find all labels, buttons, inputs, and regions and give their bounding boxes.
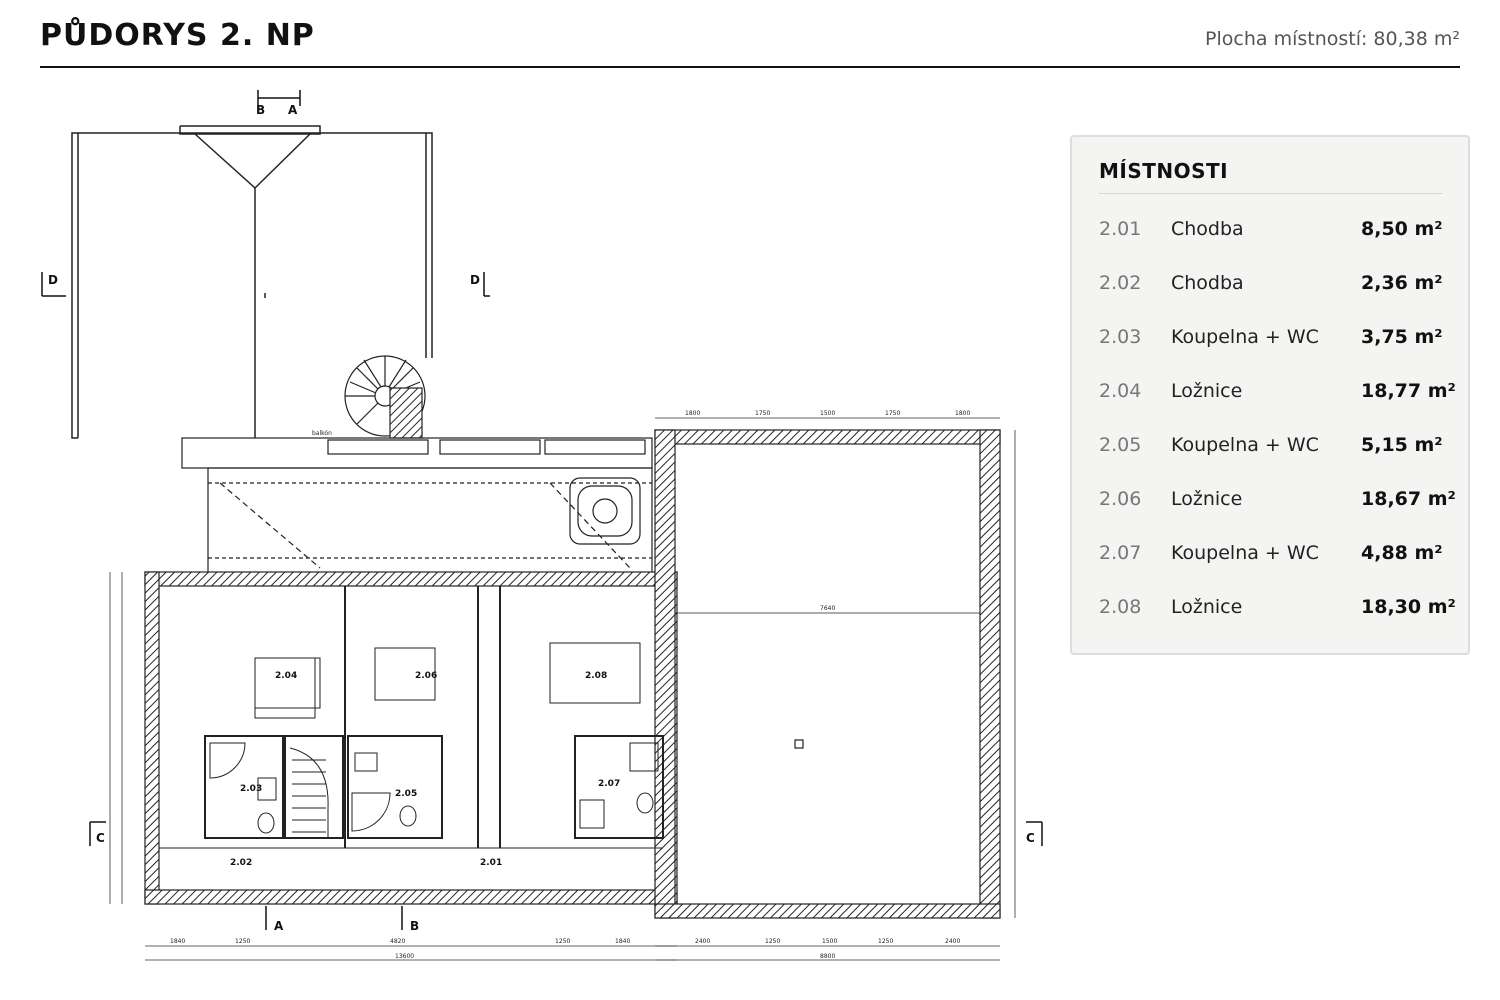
room-area: 18,30 m² — [1361, 596, 1456, 618]
room-label-2.06: 2.06 — [415, 671, 437, 681]
section-mark-d-left: D — [48, 273, 58, 287]
house-walls-left — [144, 571, 678, 905]
room-number: 2.02 — [1099, 272, 1142, 294]
beds — [254, 642, 641, 719]
room-row: 2.04 Ložnice 18,77 m² — [1099, 380, 1464, 410]
page-header: PŮDORYS 2. NP Plocha místností: 80,38 m² — [40, 18, 1460, 68]
room-label-2.05: 2.05 — [395, 789, 417, 799]
floor-plan: 2.04 2.06 2.08 2.03 2.05 2.07 2.02 2.01 … — [30, 88, 1060, 968]
room-row: 2.07 Koupelna + WC 4,88 m² — [1099, 542, 1464, 572]
room-row: 2.02 Chodba 2,36 m² — [1099, 272, 1464, 302]
room-number: 2.07 — [1099, 542, 1142, 564]
room-name: Chodba — [1171, 272, 1244, 294]
room-name: Koupelna + WC — [1171, 434, 1319, 456]
room-label-2.01: 2.01 — [480, 858, 502, 868]
total-area: Plocha místností: 80,38 m² — [1205, 28, 1460, 50]
room-row: 2.03 Koupelna + WC 3,75 m² — [1099, 326, 1464, 356]
room-label-2.03: 2.03 — [240, 784, 262, 794]
dim-overall-right: 8800 — [820, 953, 835, 960]
section-mark-c-left: C — [96, 831, 105, 845]
room-labels: 2.04 2.06 2.08 2.03 2.05 2.07 2.02 2.01 — [230, 671, 620, 868]
section-mark-d-right: D — [470, 273, 480, 287]
section-mark-a: A — [288, 103, 298, 117]
room-name: Koupelna + WC — [1171, 542, 1319, 564]
bathroom-fixtures — [209, 742, 659, 834]
section-marks: B A D D C C A B — [41, 90, 1043, 933]
room-row: 2.08 Ložnice 18,30 m² — [1099, 596, 1464, 626]
dim-bottom-8: 1500 — [822, 938, 837, 945]
room-row: 2.05 Koupelna + WC 5,15 m² — [1099, 434, 1464, 464]
dim-bottom-1: 1840 — [170, 938, 185, 945]
dim-bottom-2: 1250 — [235, 938, 250, 945]
rooms-panel: MÍSTNOSTI 2.01 Chodba 8,50 m² 2.02 Chodb… — [1070, 135, 1470, 655]
section-mark-a-bottom: A — [274, 919, 284, 933]
section-mark-c-right: C — [1026, 831, 1035, 845]
room-area: 4,88 m² — [1361, 542, 1443, 564]
dim-top-3: 1500 — [820, 410, 835, 417]
dim-bottom-6: 2400 — [695, 938, 710, 945]
room-number: 2.03 — [1099, 326, 1142, 348]
roof-outline — [71, 125, 433, 439]
dimension-lines — [109, 417, 1016, 961]
room-row: 2.06 Ložnice 18,67 m² — [1099, 488, 1464, 518]
terrace — [181, 437, 653, 579]
dim-bottom-4: 1250 — [555, 938, 570, 945]
rooms-panel-divider — [1099, 193, 1443, 194]
dim-top-4: 1750 — [885, 410, 900, 417]
room-number: 2.06 — [1099, 488, 1142, 510]
rooms-panel-title: MÍSTNOSTI — [1099, 159, 1229, 183]
balcony-label: balkón — [312, 430, 332, 437]
room-name: Ložnice — [1171, 596, 1243, 618]
section-mark-b: B — [256, 103, 265, 117]
dim-bottom-3: 4820 — [390, 938, 405, 945]
room-area: 2,36 m² — [1361, 272, 1443, 294]
dim-bottom-10: 2400 — [945, 938, 960, 945]
dimension-texts: 1840 1250 4820 1250 1840 2400 1250 1500 … — [170, 410, 970, 960]
room-name: Ložnice — [1171, 488, 1243, 510]
house-walls-right — [654, 429, 1001, 919]
room-area: 18,77 m² — [1361, 380, 1456, 402]
room-number: 2.05 — [1099, 434, 1142, 456]
room-name: Ložnice — [1171, 380, 1243, 402]
room-label-2.02: 2.02 — [230, 858, 252, 868]
dim-overall-left: 13600 — [395, 953, 414, 960]
room-area: 8,50 m² — [1361, 218, 1443, 240]
room-area: 5,15 m² — [1361, 434, 1443, 456]
room-name: Chodba — [1171, 218, 1244, 240]
page-title: PŮDORYS 2. NP — [40, 18, 315, 53]
room-number: 2.04 — [1099, 380, 1142, 402]
dim-bottom-9: 1250 — [878, 938, 893, 945]
corridor-stairs — [289, 747, 329, 838]
room-label-2.04: 2.04 — [275, 671, 297, 681]
spiral-stair — [344, 355, 426, 439]
dim-top-2: 1750 — [755, 410, 770, 417]
dim-bottom-7: 1250 — [765, 938, 780, 945]
dim-top-1: 1800 — [685, 410, 700, 417]
room-number: 2.01 — [1099, 218, 1142, 240]
room-label-2.08: 2.08 — [585, 671, 607, 681]
room-area: 3,75 m² — [1361, 326, 1443, 348]
room-number: 2.08 — [1099, 596, 1142, 618]
dim-top-5: 1800 — [955, 410, 970, 417]
section-mark-b-bottom: B — [410, 919, 419, 933]
room-area: 18,67 m² — [1361, 488, 1456, 510]
room-row: 2.01 Chodba 8,50 m² — [1099, 218, 1464, 248]
dim-inner-hall: 7640 — [820, 605, 835, 612]
room-name: Koupelna + WC — [1171, 326, 1319, 348]
room-label-2.07: 2.07 — [598, 779, 620, 789]
dim-bottom-5: 1840 — [615, 938, 630, 945]
interior-walls — [159, 586, 664, 849]
